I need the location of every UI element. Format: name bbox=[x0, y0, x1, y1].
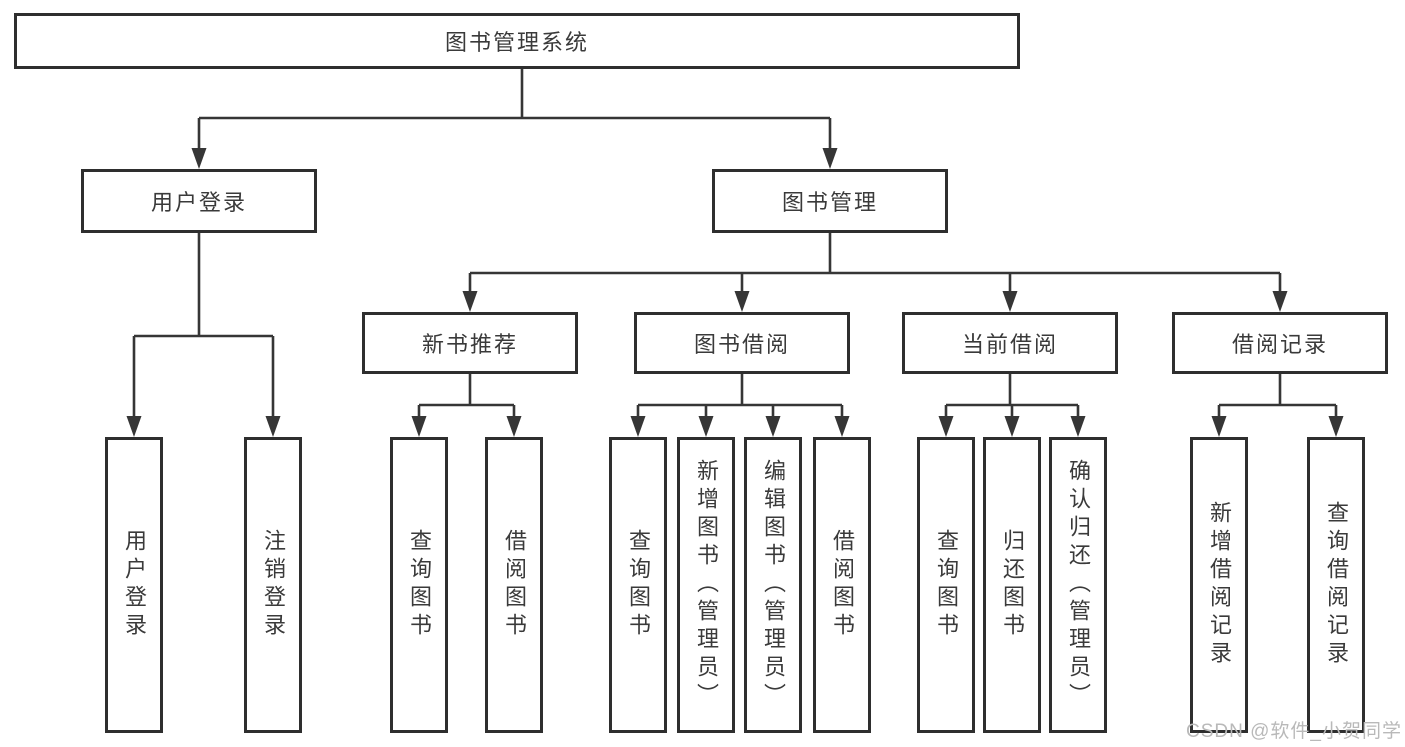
node-label: 新增借阅记录 bbox=[1207, 501, 1232, 669]
node-leaf-query-books-borrow: 查询图书 bbox=[609, 437, 667, 733]
node-leaf-borrow-books-recommend: 借阅图书 bbox=[485, 437, 543, 733]
node-leaf-return-books: 归还图书 bbox=[983, 437, 1041, 733]
csdn-watermark: CSDN @软件_小贺同学 bbox=[1186, 721, 1402, 742]
node-leaf-add-books-admin: 新增图书（管理员） bbox=[677, 437, 735, 733]
node-user-login: 用户登录 bbox=[81, 169, 317, 233]
node-label: 新书推荐 bbox=[421, 332, 518, 357]
node-label: 图书管理系统 bbox=[444, 30, 589, 55]
node-label: 归还图书 bbox=[1000, 529, 1025, 641]
node-label: 查询借阅记录 bbox=[1324, 501, 1349, 669]
node-leaf-query-borrow-record: 查询借阅记录 bbox=[1307, 437, 1365, 733]
node-leaf-user-login: 用户登录 bbox=[105, 437, 163, 733]
node-label: 图书管理 bbox=[781, 190, 878, 215]
node-label: 图书借阅 bbox=[693, 332, 790, 357]
node-label: 用户登录 bbox=[150, 190, 247, 215]
node-label: 编辑图书（管理员） bbox=[761, 459, 786, 711]
node-label: 查询图书 bbox=[626, 529, 651, 641]
node-leaf-edit-books-admin: 编辑图书（管理员） bbox=[744, 437, 802, 733]
node-library-management-system: 图书管理系统 bbox=[14, 13, 1020, 69]
node-label: 借阅记录 bbox=[1231, 332, 1328, 357]
node-current-borrow: 当前借阅 bbox=[902, 312, 1118, 374]
node-leaf-confirm-return-admin: 确认归还（管理员） bbox=[1049, 437, 1107, 733]
node-label: 当前借阅 bbox=[961, 332, 1058, 357]
node-leaf-query-books-current: 查询图书 bbox=[917, 437, 975, 733]
node-label: 用户登录 bbox=[122, 529, 147, 641]
node-leaf-add-borrow-record: 新增借阅记录 bbox=[1190, 437, 1248, 733]
node-leaf-query-books-recommend: 查询图书 bbox=[390, 437, 448, 733]
node-label: 查询图书 bbox=[934, 529, 959, 641]
node-label: 注销登录 bbox=[261, 529, 286, 641]
node-book-borrow: 图书借阅 bbox=[634, 312, 850, 374]
node-label: 新增图书（管理员） bbox=[694, 459, 719, 711]
node-leaf-borrow-books: 借阅图书 bbox=[813, 437, 871, 733]
node-label: 借阅图书 bbox=[502, 529, 527, 641]
node-label: 借阅图书 bbox=[830, 529, 855, 641]
node-book-management: 图书管理 bbox=[712, 169, 948, 233]
node-label: 确认归还（管理员） bbox=[1066, 459, 1091, 711]
node-borrow-records: 借阅记录 bbox=[1172, 312, 1388, 374]
node-new-book-recommend: 新书推荐 bbox=[362, 312, 578, 374]
node-label: 查询图书 bbox=[407, 529, 432, 641]
node-leaf-logout: 注销登录 bbox=[244, 437, 302, 733]
